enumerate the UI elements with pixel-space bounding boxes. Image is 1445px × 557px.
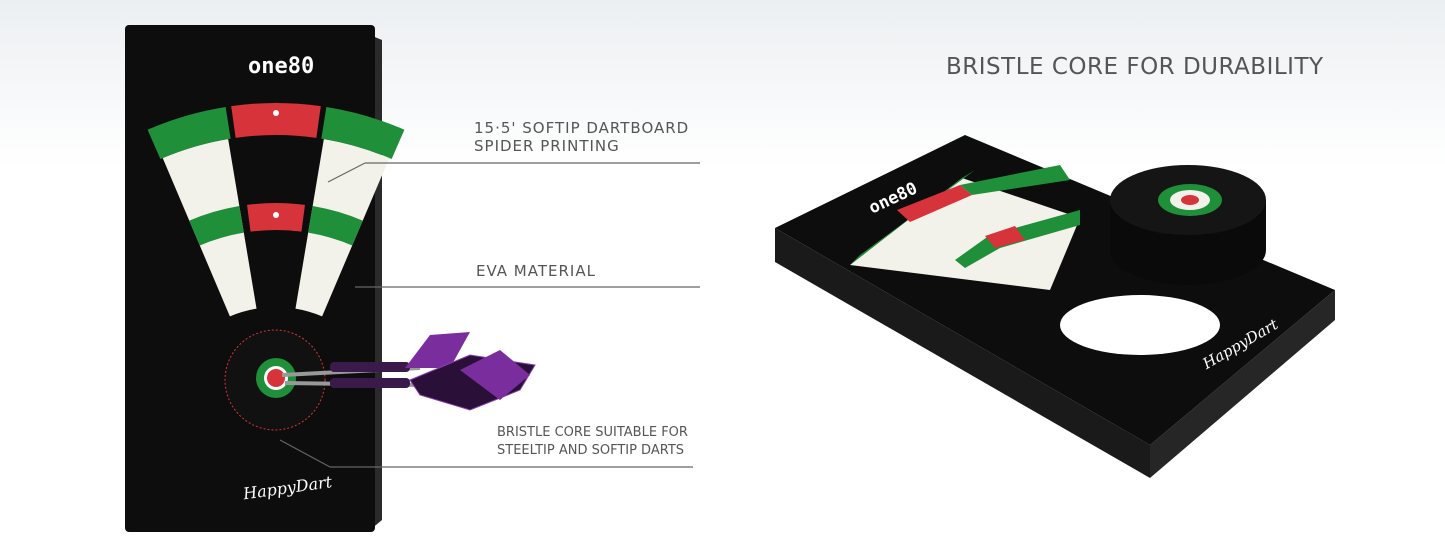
callout-lines xyxy=(279,162,700,468)
spider-segment xyxy=(308,206,363,246)
left-board: one80 HappyDart xyxy=(125,25,405,532)
heading: BRISTLE CORE FOR DURABILITY xyxy=(946,54,1324,80)
darts xyxy=(281,332,536,411)
spider-segment xyxy=(147,106,231,160)
spider-segment xyxy=(231,103,321,138)
core-hole xyxy=(1060,295,1220,355)
spider-segment xyxy=(189,206,244,246)
segment-dot xyxy=(273,110,279,116)
brand-logo: one80 xyxy=(248,54,314,79)
callout-bristle-core: BRISTLE CORE SUITABLE FOR STEELTIP AND S… xyxy=(497,425,688,458)
spider-print xyxy=(147,103,405,317)
right-board: one80 HappyDart xyxy=(775,135,1335,478)
spider-segment xyxy=(321,106,405,160)
callout-eva-material: EVA MATERIAL xyxy=(476,262,596,280)
segment-dot xyxy=(273,212,279,218)
callout-spider-printing: 15·5' SOFTIP DARTBOARD SPIDER PRINTING xyxy=(474,119,690,155)
